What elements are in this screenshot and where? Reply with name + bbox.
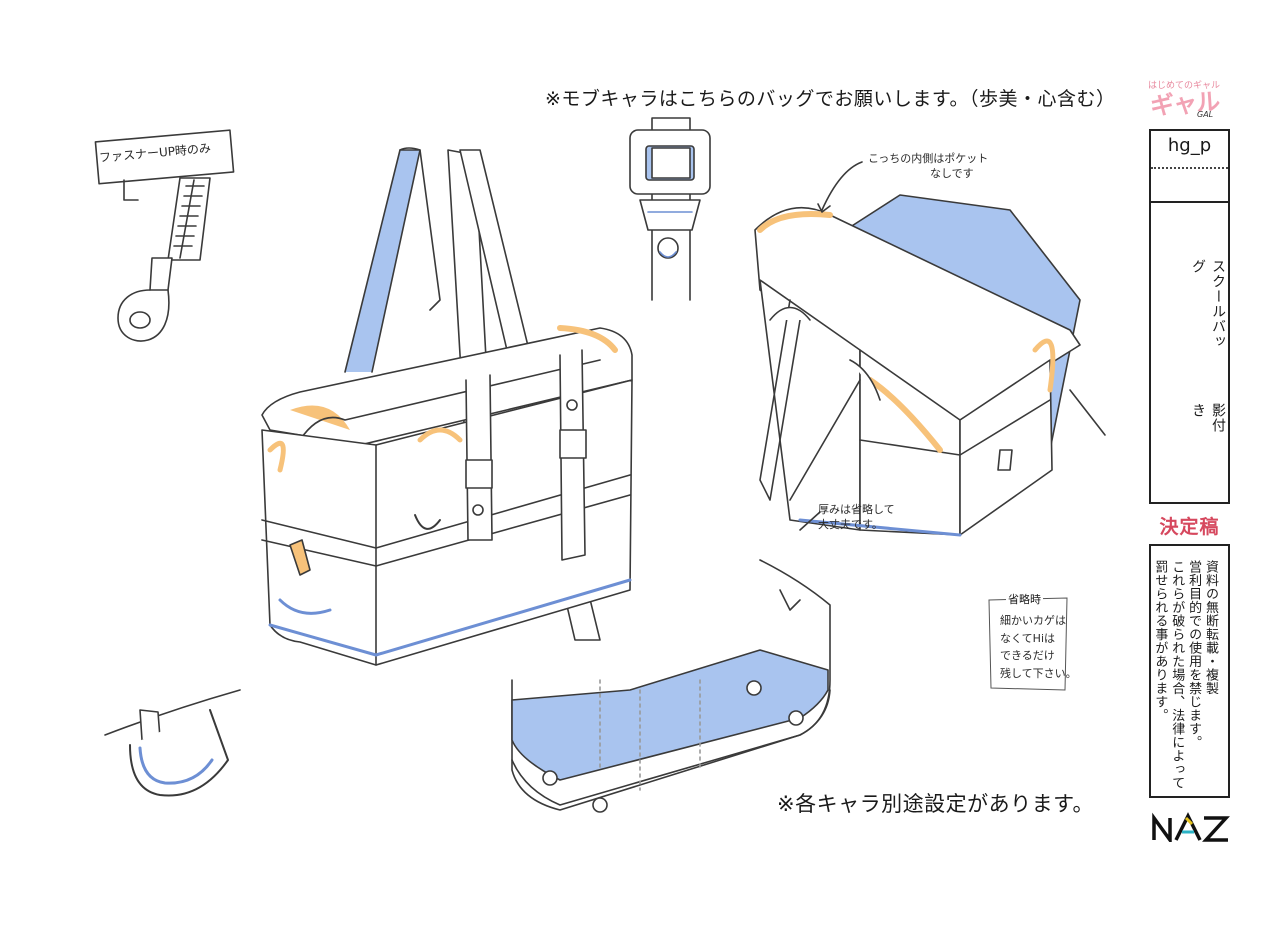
- omit-line-1: 細かいカゲは: [1000, 614, 1066, 627]
- legal-line-2: 営利目的での使用を禁じます。: [1186, 560, 1202, 749]
- zipper-pull-drawing: [94, 129, 235, 342]
- studio-logo: [1152, 812, 1230, 842]
- inner-pocket-annotation: こっちの内側はポケット なしです: [868, 152, 988, 182]
- sheet-info-box: hg_p スクールバッグ 影付き: [1149, 129, 1230, 504]
- code-divider-dotted: [1151, 167, 1228, 169]
- d-ring-drawing: [104, 689, 241, 797]
- sheet-code: hg_p: [1167, 135, 1212, 156]
- legal-notice-box: 資料の無断転載・複製 営利目的での使用を禁じます。 これらが破られた場合、法律に…: [1149, 544, 1230, 798]
- inner-pocket-line-1: こっちの内側はポケット: [868, 152, 989, 165]
- omit-note-title: 省略時: [1006, 591, 1043, 607]
- omit-line-3: できるだけ: [1000, 649, 1055, 663]
- legal-line-3: これらが破られた場合、法律によって: [1169, 560, 1185, 790]
- thickness-line-2: 大丈夫です。: [818, 517, 883, 531]
- status-stamp: 決定稿: [1159, 516, 1220, 538]
- legal-line-1: 資料の無断転載・複製: [1203, 560, 1218, 695]
- item-variant: 影付き: [1190, 403, 1226, 433]
- school-bag-main: [261, 147, 633, 666]
- logo-subtitle: はじめてのギャル: [1148, 81, 1221, 91]
- thickness-line-1: 厚みは省略して: [818, 503, 895, 516]
- code-divider-solid: [1151, 201, 1228, 203]
- omit-line-2: なくてHiは: [1000, 631, 1055, 645]
- school-bag-open: [754, 161, 1106, 537]
- inner-pocket-line-2: なしです: [930, 166, 974, 180]
- omit-line-4: 残して下さい。: [1000, 666, 1077, 680]
- mob-character-note: ※モブキャラはこちらのバッグでお願いします。（歩美・心含む）: [545, 88, 1116, 110]
- omit-note-body: 細かいカゲは なくてHiは できるだけ 残して下さい。: [1000, 612, 1077, 682]
- bag-bottom-drawing: [511, 559, 831, 813]
- item-name: スクールバッグ: [1190, 259, 1226, 349]
- series-logo-gal: GAL: [1197, 110, 1214, 119]
- legal-line-4: 罰せられる事があります。: [1152, 560, 1168, 722]
- strap-buckle-drawing: [629, 117, 711, 301]
- character-specific-note: ※各キャラ別途設定があります。: [777, 792, 1094, 816]
- legal-notice: 資料の無断転載・複製 営利目的での使用を禁じます。 これらが破られた場合、法律に…: [1150, 560, 1218, 796]
- thickness-annotation: 厚みは省略して 大丈夫です。: [818, 503, 895, 533]
